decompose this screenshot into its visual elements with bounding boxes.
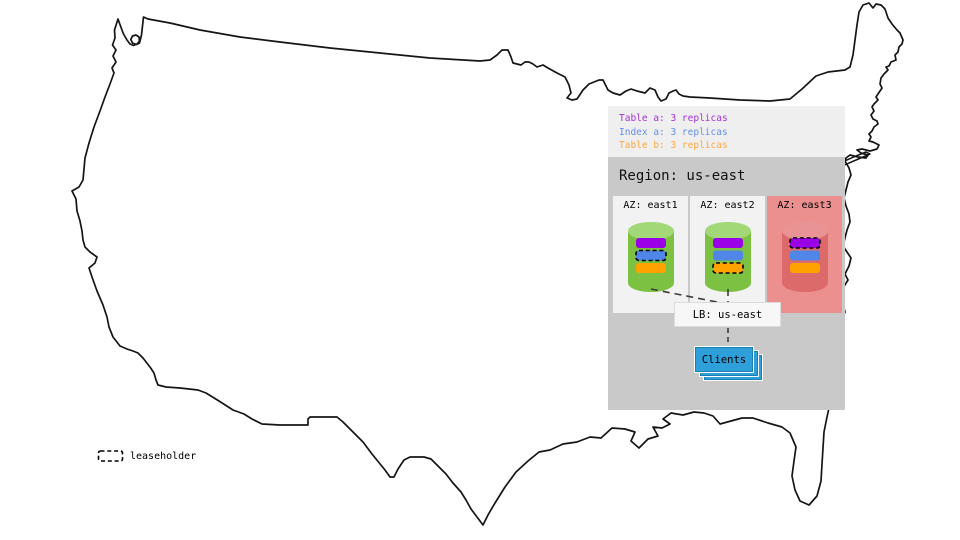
region-title: Region: us-east: [619, 168, 746, 184]
replica-index-a-leaseholder: [634, 249, 667, 262]
database-cylinder-icon: [704, 222, 751, 292]
legend-table-b: Table b: 3 replicas: [619, 140, 728, 152]
az-east2-label: AZ: east2: [700, 200, 755, 211]
database-cylinder-icon: [781, 222, 828, 292]
replica-legend: Table a: 3 replicas Index a: 3 replicas …: [608, 106, 845, 157]
az-east2-database: [704, 221, 751, 293]
clients-label: Clients: [701, 353, 747, 366]
replica-index-a: [712, 250, 743, 261]
replica-table-a: [635, 238, 666, 248]
legend-table-a: Table a: 3 replicas: [619, 113, 728, 124]
load-balancer: LB: us-east: [674, 302, 781, 327]
database-cylinder-icon: [627, 222, 674, 292]
replica-table-a: [712, 238, 743, 248]
clients-box: Clients: [695, 347, 753, 372]
legend-index-a: Index a: 3 replicas: [619, 126, 728, 138]
az-east1-database: [627, 221, 674, 293]
az-east3-database: [781, 221, 828, 293]
replica-table-b: [789, 263, 820, 273]
replica-table-a-leaseholder: [788, 237, 821, 249]
leaseholder-swatch-icon: [97, 450, 124, 462]
load-balancer-label: LB: us-east: [692, 308, 763, 321]
replica-table-b-leaseholder: [711, 262, 744, 274]
az-row: AZ: east1 AZ: east2: [613, 196, 842, 313]
az-east3: AZ: east3: [767, 196, 842, 313]
az-east1: AZ: east1: [613, 196, 688, 313]
az-east3-label: AZ: east3: [777, 200, 832, 211]
leaseholder-legend: leaseholder: [97, 449, 196, 463]
replica-index-a: [789, 250, 820, 261]
az-east1-label: AZ: east1: [623, 200, 678, 211]
replica-table-b: [635, 263, 666, 273]
az-east2: AZ: east2: [690, 196, 765, 313]
leaseholder-legend-label: leaseholder: [130, 450, 197, 462]
